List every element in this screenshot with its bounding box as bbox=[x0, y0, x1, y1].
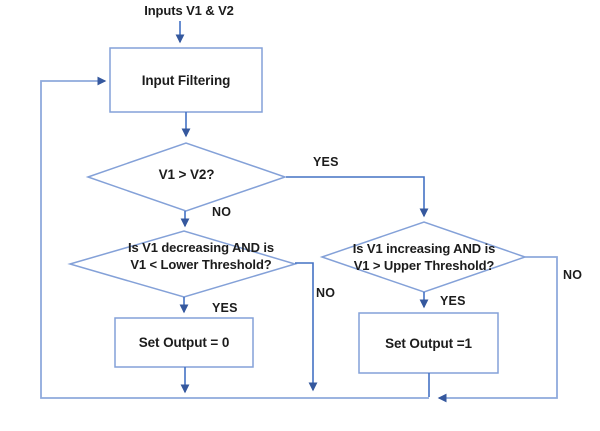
decision-decreasing-label: Is V1 decreasing AND is V1 < Lower Thres… bbox=[86, 240, 316, 273]
process-set-output-1-label: Set Output =1 bbox=[385, 335, 472, 351]
arrow-increasing-no-return bbox=[437, 256, 558, 403]
edge-label-increasing-no: NO bbox=[563, 268, 583, 282]
process-input-filtering-shape bbox=[109, 47, 263, 113]
decision-compare-shape bbox=[85, 142, 288, 212]
decision-decreasing-line2: V1 < Lower Threshold? bbox=[130, 256, 272, 272]
arrow-decreasing-no-to-return-line bbox=[295, 262, 318, 392]
decision-compare-label: V1 > V2? bbox=[158, 166, 215, 182]
decision-increasing-line1: Is V1 increasing AND is bbox=[352, 241, 496, 256]
edge-label-decreasing-yes: YES bbox=[212, 301, 238, 315]
edge-label-decreasing-no: NO bbox=[316, 286, 336, 300]
edge-label-compare-no: NO bbox=[212, 205, 232, 219]
edge-label-compare-yes: YES bbox=[313, 155, 339, 169]
start-label: Inputs V1 & V2 bbox=[144, 3, 234, 18]
decision-decreasing-shape bbox=[67, 230, 298, 298]
decision-decreasing-line1: Is V1 decreasing AND is bbox=[127, 240, 275, 255]
process-set-output-1-shape bbox=[358, 312, 499, 374]
process-set-output-0-label: Set Output = 0 bbox=[138, 335, 230, 350]
process-input-filtering-label: Input Filtering bbox=[141, 72, 231, 88]
process-set-output-0-shape bbox=[114, 317, 254, 368]
decision-increasing-line2: V1 > Upper Threshold? bbox=[353, 257, 495, 273]
arrow-compare-yes-to-increasing bbox=[286, 176, 429, 218]
edge-label-increasing-yes: YES bbox=[440, 294, 466, 308]
decision-increasing-label: Is V1 increasing AND is V1 > Upper Thres… bbox=[314, 241, 534, 274]
arrow-feedback-to-filtering bbox=[40, 76, 429, 399]
